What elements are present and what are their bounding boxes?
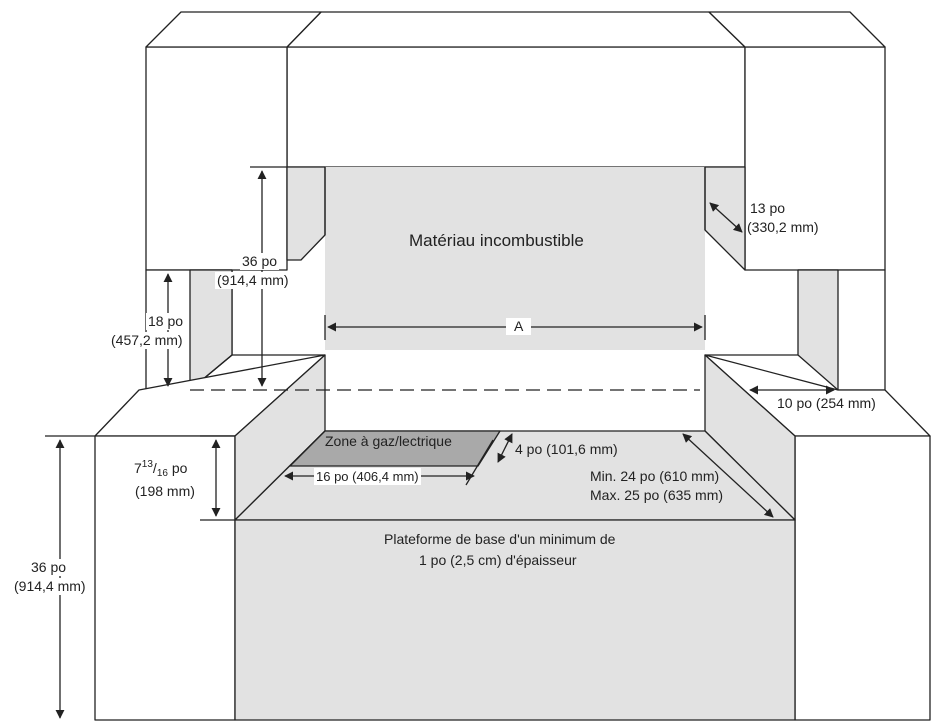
dim-a-label: A <box>506 318 532 335</box>
left-upper-cabinet-top <box>145 11 322 48</box>
min-24-label: Min. 24 po (610 mm) <box>590 468 720 484</box>
top-cabinet-top <box>286 11 746 48</box>
dim-24-25-line <box>682 433 774 518</box>
height-whole: 7 <box>134 460 142 476</box>
right-side-panel <box>704 166 746 271</box>
top-cabinet-front <box>286 46 746 168</box>
left-upper-cabinet-front <box>145 46 288 271</box>
dim-13-line <box>709 202 743 233</box>
left-36-mm-label: (914,4 mm) <box>12 578 88 595</box>
zone-label: Zone à gaz/lectrique <box>325 433 452 449</box>
height-denominator: 16 <box>156 468 168 479</box>
right-13-po-label: 13 po <box>750 200 786 216</box>
top-36-mm-label: (914,4 mm) <box>215 272 291 289</box>
right-lower-side <box>797 269 839 391</box>
right-upper-cabinet-front <box>744 46 886 271</box>
width-16-label: 16 po (406,4 mm) <box>314 468 421 485</box>
max-25-label: Max. 25 po (635 mm) <box>590 487 724 503</box>
depth-4-label: 4 po (101,6 mm) <box>515 441 618 457</box>
height-unit: po <box>171 460 188 476</box>
right-10-label: 10 po (254 mm) <box>775 395 878 412</box>
side-18-mm-label: (457,2 mm) <box>109 332 185 349</box>
right-upper-cabinet-top <box>708 11 886 48</box>
platform-line-1: Plateforme de base d'un minimum de <box>384 531 616 547</box>
height-fraction-label: 713/16 po <box>132 459 190 479</box>
material-label: Matériau incombustible <box>409 231 584 250</box>
platform-line-2: 1 po (2,5 cm) d'épaisseur <box>419 552 577 568</box>
height-numerator: 13 <box>141 459 153 470</box>
left-36-po-label: 36 po <box>29 559 69 576</box>
right-lower-cabinet <box>794 435 931 721</box>
back-wall <box>325 167 705 350</box>
dim-4-line <box>497 433 513 463</box>
top-36-po-label: 36 po <box>240 253 280 270</box>
height-mm-label: (198 mm) <box>133 483 197 500</box>
right-13-mm-label: (330,2 mm) <box>747 219 819 235</box>
left-side-panel <box>286 166 326 261</box>
base-platform <box>234 519 796 721</box>
side-18-po-label: 18 po <box>146 313 186 330</box>
